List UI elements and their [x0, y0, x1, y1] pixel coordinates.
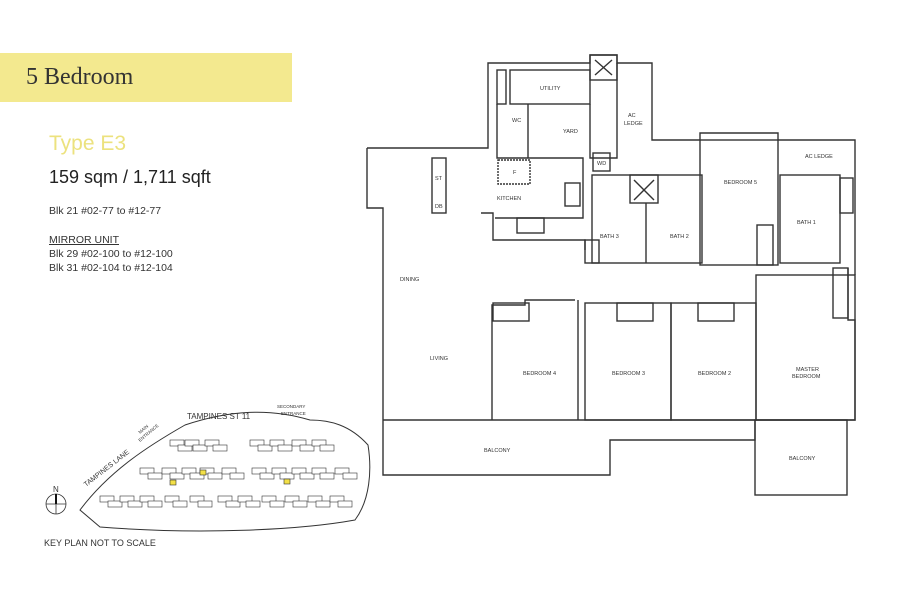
page-title: 5 Bedroom — [26, 64, 134, 90]
room-label: AC LEDGE — [805, 154, 833, 160]
mirror-line: Blk 31 #02-104 to #12-104 — [49, 262, 173, 274]
room-label: UTILITY — [540, 86, 561, 92]
mirror-line: Blk 29 #02-100 to #12-100 — [49, 248, 173, 260]
building-block — [319, 444, 335, 452]
room-label: WC — [512, 118, 521, 124]
room-label: BATH 1 — [797, 220, 816, 226]
building-block — [217, 495, 233, 503]
room-label: KITCHEN — [497, 196, 521, 202]
building-block — [277, 444, 293, 452]
building-block — [249, 439, 265, 447]
room-label: BALCONY — [484, 448, 511, 454]
building-block — [237, 495, 253, 503]
building-block — [329, 495, 345, 503]
building-block — [307, 495, 323, 503]
entrance-label: SECONDARY — [277, 404, 305, 409]
room-label: F — [513, 170, 517, 176]
building-block — [229, 472, 245, 480]
room-label: LIVING — [430, 356, 448, 362]
building-block — [337, 500, 353, 508]
north-label: N — [53, 485, 59, 494]
building-block — [257, 444, 273, 452]
room-label: MASTER — [796, 367, 819, 373]
room-label: BEDROOM — [792, 374, 821, 380]
key-plan: TAMPINES ST 11 TAMPINES LANE MAIN ENTRAN… — [45, 404, 371, 532]
building-block — [311, 467, 327, 475]
highlighted-unit-marker — [199, 469, 207, 476]
building-block — [127, 500, 143, 508]
entrance-label: ENTRANCE — [281, 411, 306, 416]
street-label: TAMPINES ST 11 — [187, 412, 251, 421]
building-block — [334, 467, 350, 475]
building-block — [259, 472, 275, 480]
building-block — [172, 500, 188, 508]
room-label: BEDROOM 4 — [523, 371, 556, 377]
building-block — [245, 500, 261, 508]
building-block — [284, 495, 300, 503]
header-banner: 5 Bedroom — [0, 53, 292, 102]
room-label: BEDROOM 5 — [724, 180, 757, 186]
building-block — [169, 472, 185, 480]
building-block — [221, 467, 237, 475]
building-block — [192, 444, 208, 452]
building-block — [291, 467, 307, 475]
entrance-label: MAIN — [137, 424, 149, 435]
room-label: DB — [435, 204, 443, 210]
building-block — [139, 467, 155, 475]
building-block — [197, 500, 213, 508]
building-block — [271, 467, 287, 475]
highlighted-unit-marker — [283, 478, 291, 485]
room-label: AC — [628, 113, 636, 119]
building-block — [342, 472, 358, 480]
building-block — [207, 472, 223, 480]
building-block — [261, 495, 277, 503]
building-block — [225, 500, 241, 508]
building-block — [315, 500, 331, 508]
building-block — [189, 495, 205, 503]
building-block — [212, 444, 228, 452]
building-block — [181, 467, 197, 475]
unit-numbers: Blk 21 #02-77 to #12-77 — [49, 205, 162, 217]
building-block — [139, 495, 155, 503]
building-block — [204, 439, 220, 447]
building-block — [147, 500, 163, 508]
street-label: TAMPINES LANE — [83, 449, 131, 489]
room-label: BEDROOM 2 — [698, 371, 731, 377]
building-block — [292, 500, 308, 508]
room-label: ST — [435, 176, 443, 182]
room-label: DINING — [400, 277, 419, 283]
building-block — [299, 444, 315, 452]
room-label: LEDGE — [624, 121, 643, 127]
building-block — [299, 472, 315, 480]
room-label: WD — [597, 161, 606, 167]
building-block — [169, 439, 185, 447]
building-block — [119, 495, 135, 503]
building-block — [99, 495, 115, 503]
room-label: BALCONY — [789, 456, 816, 462]
highlighted-unit-marker — [169, 479, 177, 486]
building-block — [161, 467, 177, 475]
building-block — [147, 472, 163, 480]
building-block — [189, 472, 205, 480]
building-block — [291, 439, 307, 447]
building-block — [251, 467, 267, 475]
mirror-heading: MIRROR UNIT — [49, 234, 119, 246]
unit-type: Type E3 — [49, 132, 127, 155]
room-label: YARD — [563, 129, 578, 135]
building-block — [319, 472, 335, 480]
building-block — [184, 439, 200, 447]
room-label: BEDROOM 3 — [612, 371, 645, 377]
room-label: BATH 2 — [670, 234, 689, 240]
building-block — [164, 495, 180, 503]
key-plan-note: KEY PLAN NOT TO SCALE — [44, 538, 156, 548]
building-block — [269, 439, 285, 447]
building-block — [107, 500, 123, 508]
building-block — [311, 439, 327, 447]
room-label: BATH 3 — [600, 234, 619, 240]
unit-area: 159 sqm / 1,711 sqft — [49, 167, 211, 187]
north-arrow-icon: N — [45, 485, 67, 515]
building-block — [269, 500, 285, 508]
